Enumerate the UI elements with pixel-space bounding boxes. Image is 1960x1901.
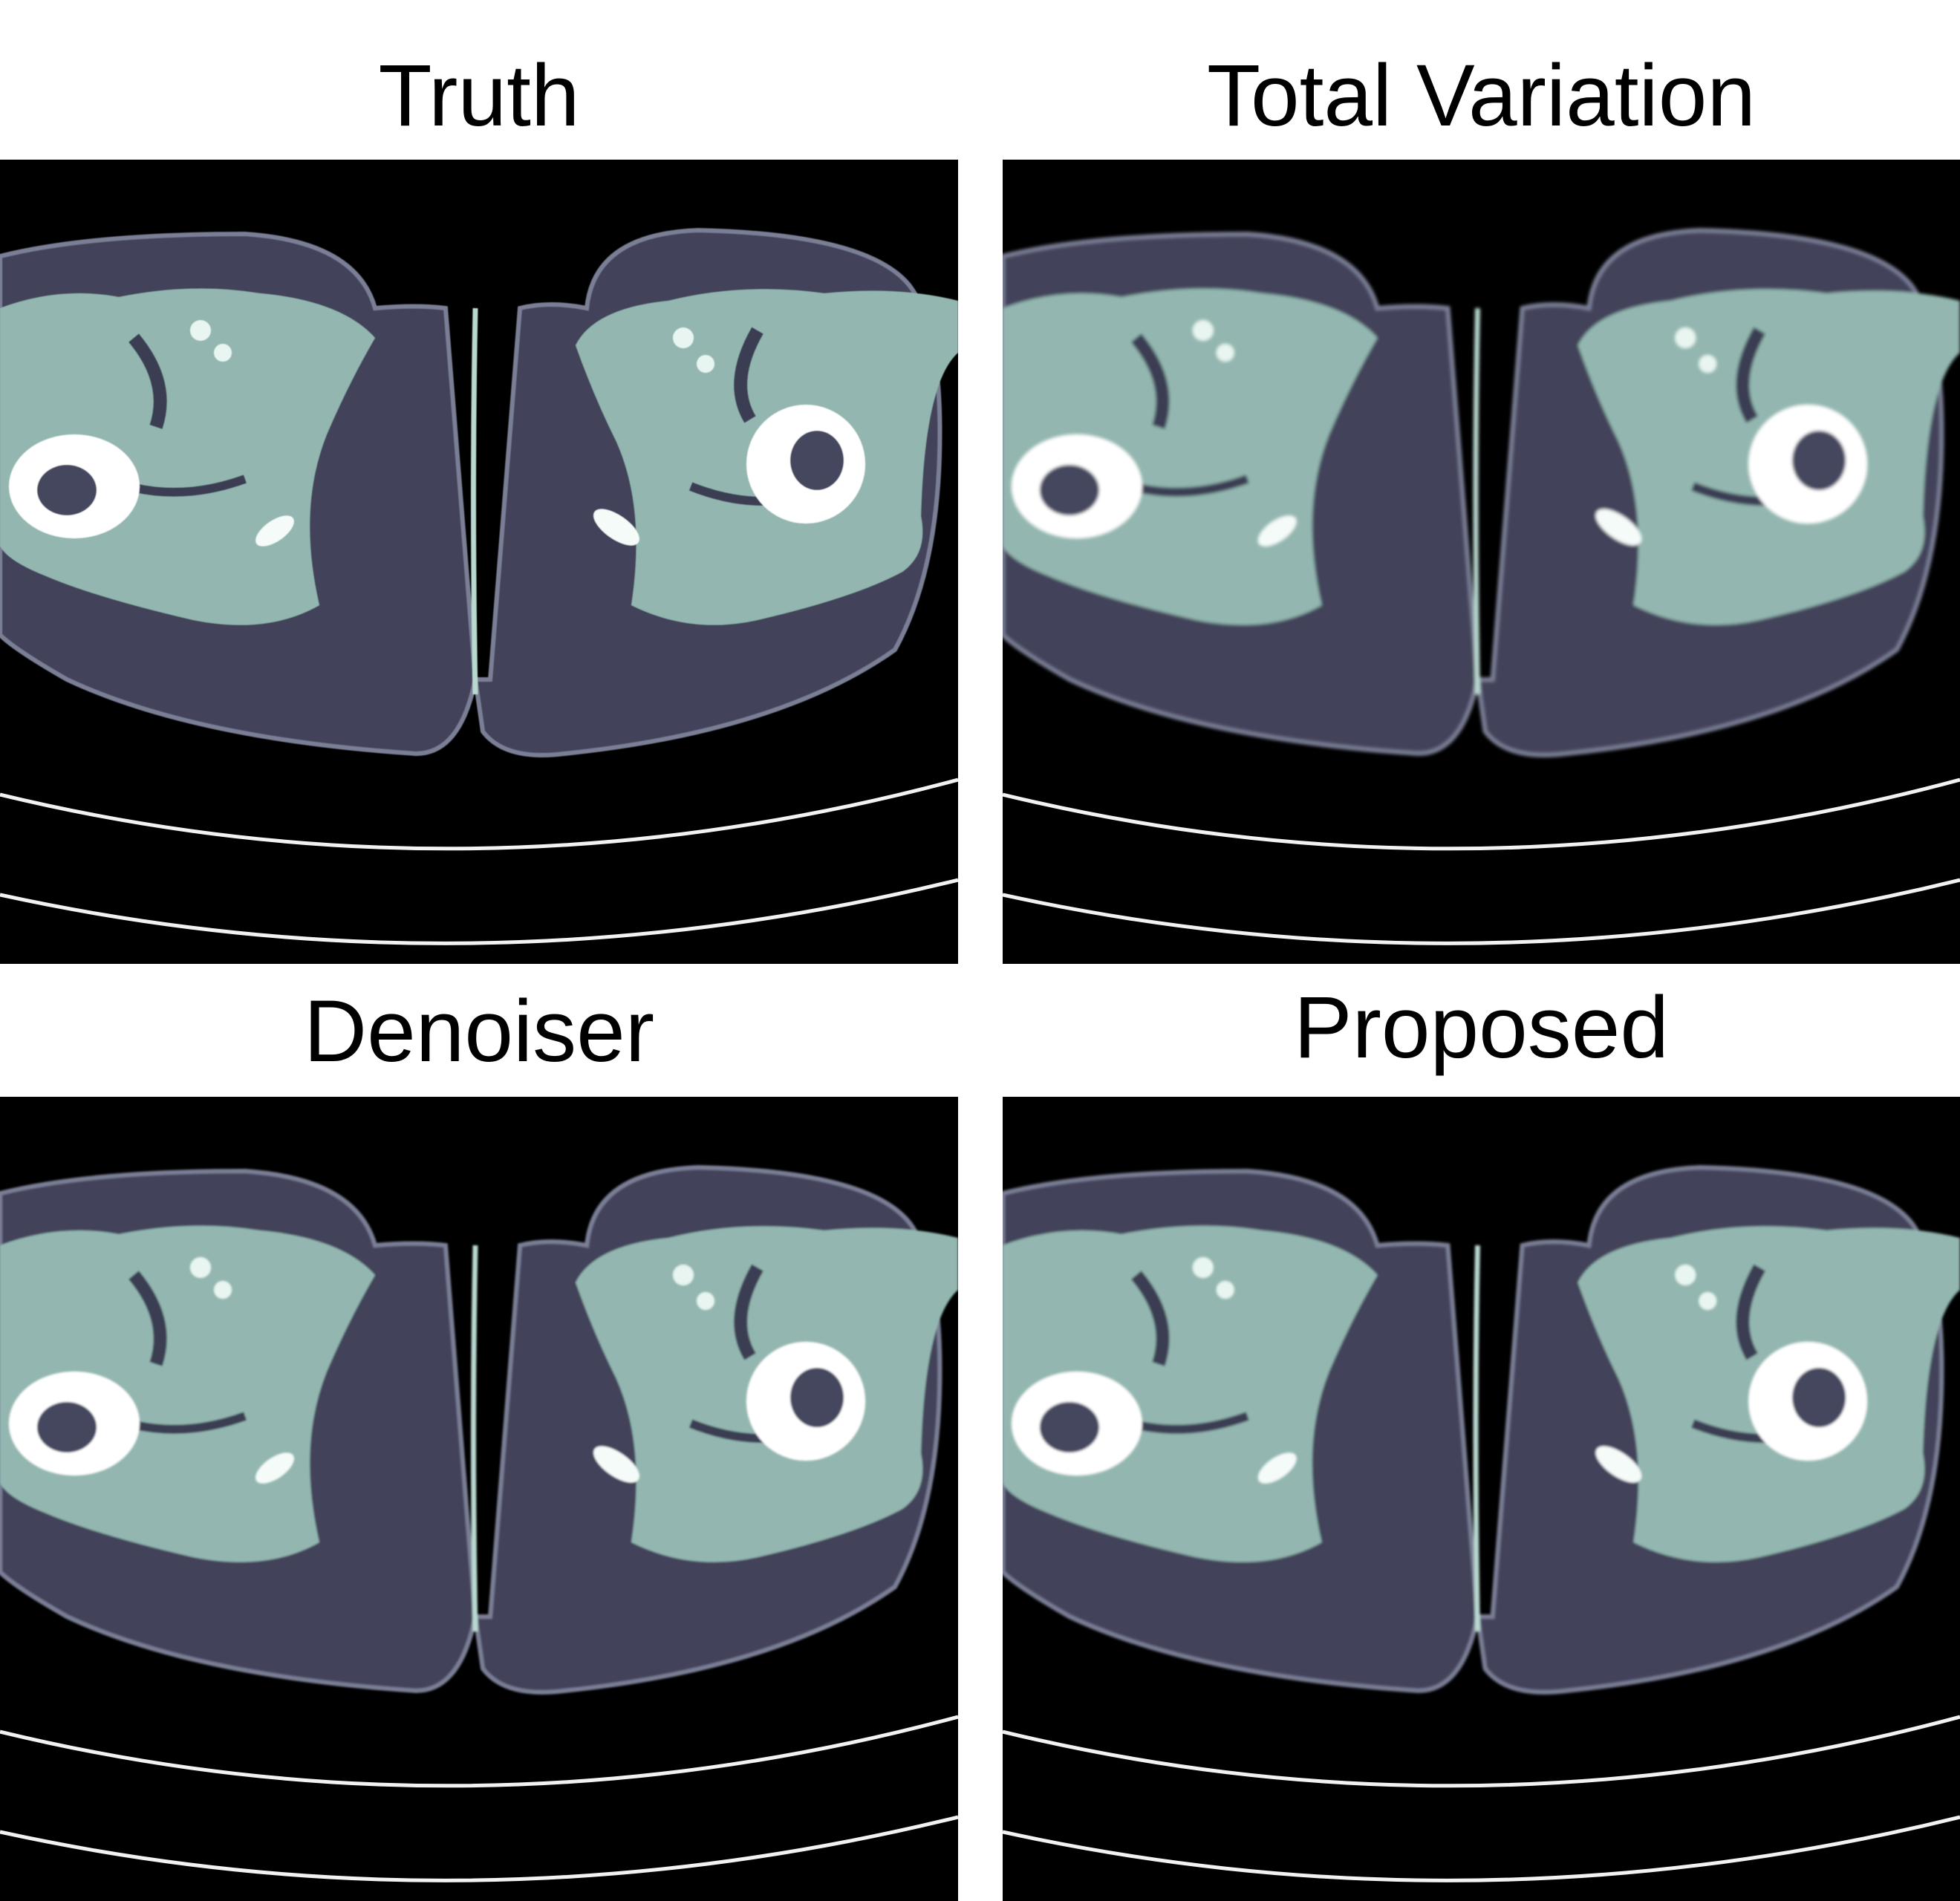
ct-image-truth: [0, 160, 958, 964]
ct-image-denoiser: [0, 1097, 958, 1901]
ct-image-total-variation: [1003, 160, 1960, 964]
panel-title-denoiser: Denoiser: [303, 982, 655, 1080]
panel-title-truth: Truth: [378, 47, 580, 145]
ct-image-proposed: [1003, 1097, 1960, 1901]
panel-title-proposed: Proposed: [1293, 979, 1670, 1077]
panel-title-total-variation: Total Variation: [1207, 47, 1756, 145]
